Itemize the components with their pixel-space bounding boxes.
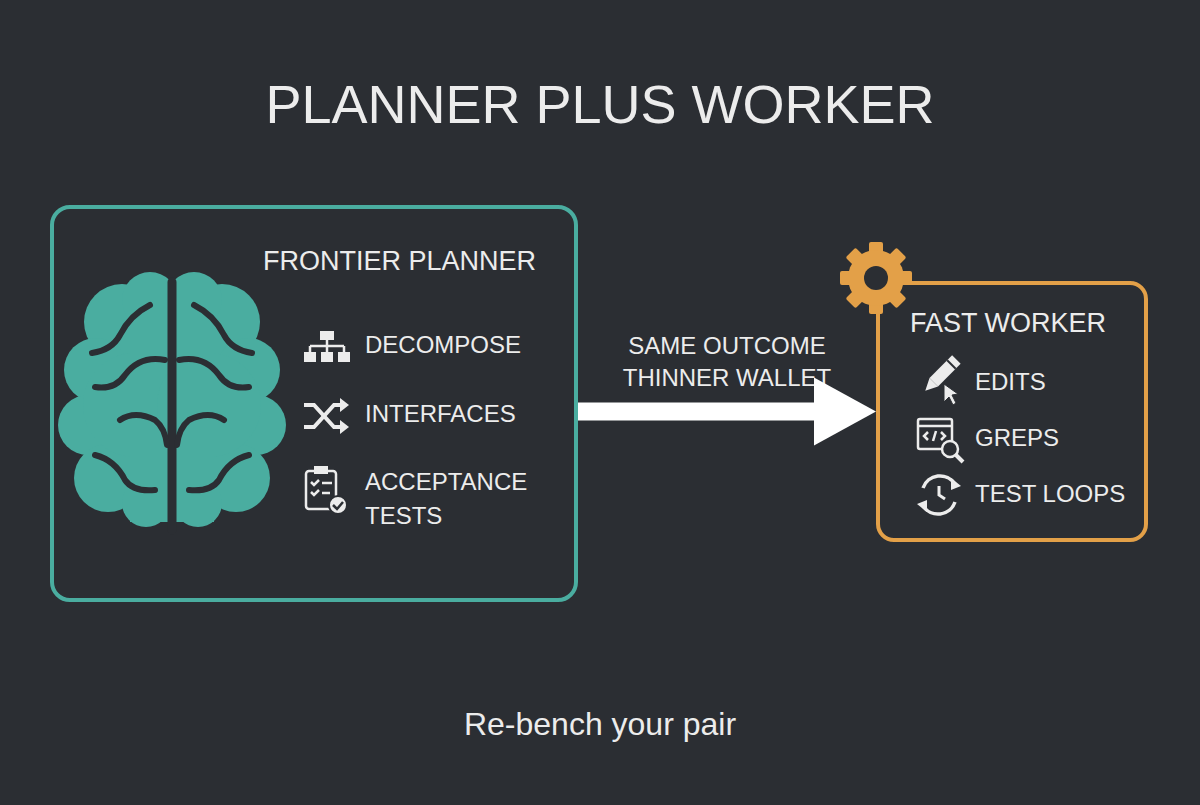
hierarchy-icon (304, 331, 350, 362)
edge-label: SAME OUTCOME THINNER WALLET (602, 330, 852, 394)
arrow-head (814, 378, 876, 446)
node-item: DECOMPOSE (365, 329, 565, 361)
diagram-title: PLANNER PLUS WORKER (0, 72, 1200, 136)
worker-box: FAST WORKER EDITS GREPS TEST LOOPS (876, 281, 1148, 542)
node-item: GREPS (975, 422, 1140, 454)
clipboard-icon (306, 466, 347, 514)
arrow-shaft (578, 403, 814, 421)
shuffle-icon (304, 398, 349, 434)
node-heading: FAST WORKER (910, 306, 1142, 340)
brain-folds (92, 282, 252, 530)
node-heading: FRONTIER PLANNER (263, 244, 568, 278)
node-item: INTERFACES (365, 398, 565, 430)
planner-box: FRONTIER PLANNER DECOMPOSE INTERFACES ACCEP… (50, 205, 578, 602)
node-item: EDITS (975, 366, 1140, 398)
diagram-caption: Re-bench your pair (0, 703, 1200, 745)
pencil-icon (921, 355, 961, 405)
node-item: TEST LOOPS (975, 478, 1140, 510)
gear-icon (840, 242, 912, 314)
flow-arrow (578, 378, 876, 446)
node-item: ACCEPTANCE TESTS (365, 465, 540, 533)
cycle-icon (917, 476, 961, 514)
browser-search-icon (918, 419, 963, 462)
brain-illustration (58, 272, 286, 527)
